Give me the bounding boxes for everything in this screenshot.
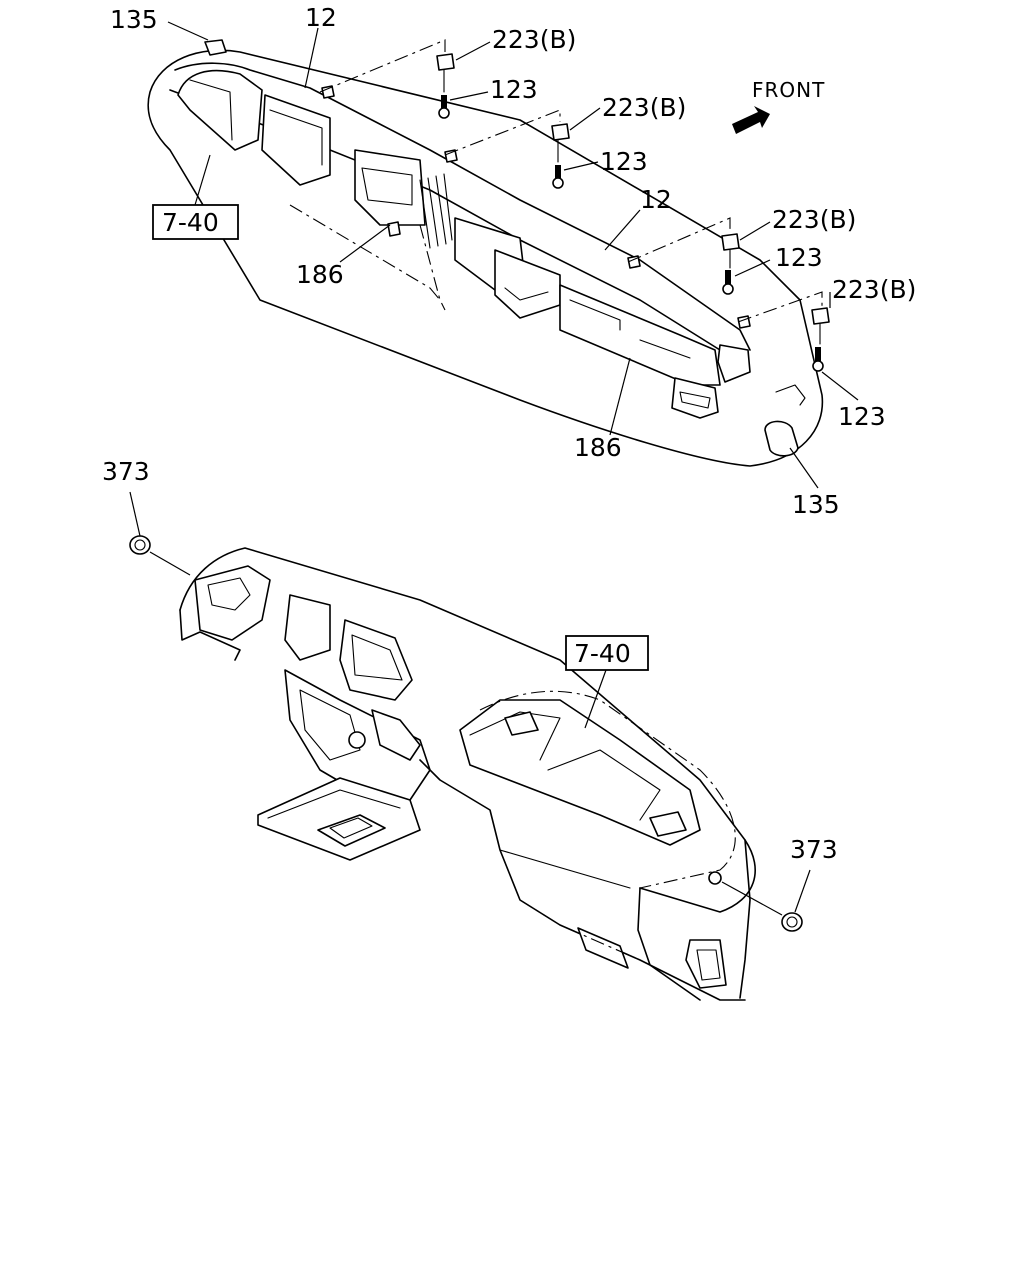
- front-arrow-icon: [732, 106, 770, 134]
- end-caps: [129, 535, 803, 932]
- callout-labels: 135 12 223(B) 123 223(B) 123 12 223(B) 1…: [102, 3, 916, 864]
- instrument-panel: [179, 547, 756, 1001]
- label-12-mid: 12: [640, 185, 672, 214]
- label-135-top: 135: [110, 5, 158, 34]
- label-223b-4: 223(B): [832, 275, 916, 304]
- label-12-top: 12: [305, 3, 337, 32]
- lower-guide-lines: [479, 690, 736, 961]
- upper-guide-lines: [289, 39, 823, 323]
- ref-7-40-bottom: 7-40: [574, 639, 631, 668]
- label-135-bottom: 135: [792, 490, 840, 519]
- upper-leader-lines: [167, 21, 859, 489]
- lower-leader-lines: [129, 491, 811, 916]
- ref-box-7-40-bottom: [565, 635, 649, 671]
- label-223b-2: 223(B): [602, 93, 686, 122]
- label-123-3: 123: [775, 243, 823, 272]
- label-123-1: 123: [490, 75, 538, 104]
- label-223b-1: 223(B): [492, 25, 576, 54]
- ref-box-7-40-top: [152, 204, 239, 240]
- ref-7-40-top: 7-40: [162, 208, 219, 237]
- label-373-left: 373: [102, 457, 150, 486]
- front-indicator: FRONT: [732, 78, 825, 134]
- label-223b-3: 223(B): [772, 205, 856, 234]
- label-123-2: 123: [600, 147, 648, 176]
- fasteners: [436, 53, 830, 372]
- duct-assembly: [147, 39, 824, 467]
- label-123-4: 123: [838, 402, 886, 431]
- label-186-left: 186: [296, 260, 344, 289]
- front-label: FRONT: [752, 78, 825, 102]
- label-373-right: 373: [790, 835, 838, 864]
- label-186-right: 186: [574, 433, 622, 462]
